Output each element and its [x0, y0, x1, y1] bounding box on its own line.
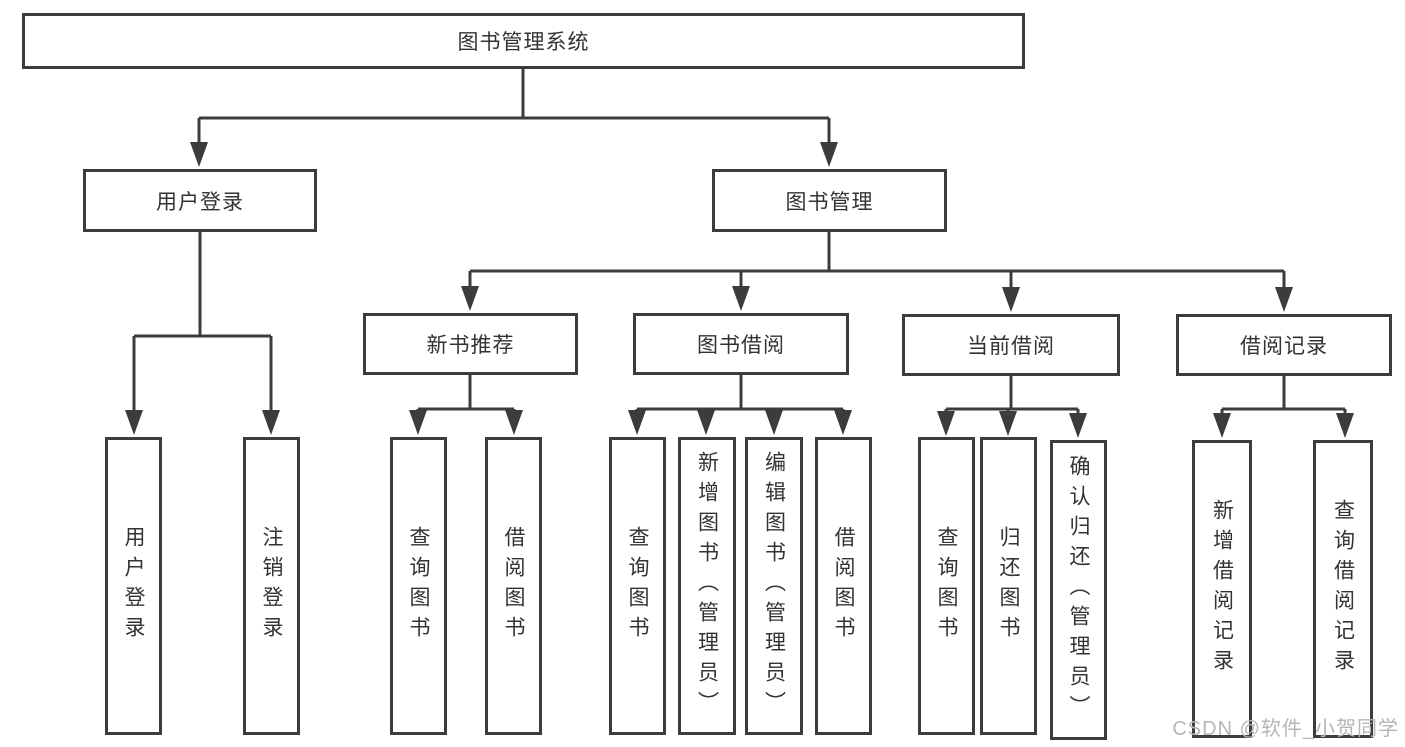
- node-leaf-borrow-book-2-label: 借阅图书: [832, 526, 855, 646]
- node-leaf-add-book-label: 新增图书（管理员）: [695, 451, 719, 721]
- node-leaf-query-book-1: 查询图书: [390, 437, 447, 735]
- arrowhead: [409, 410, 427, 435]
- node-leaf-query-book-3: 查询图书: [918, 437, 975, 735]
- node-leaf-logout-label: 注销登录: [260, 526, 283, 646]
- arrowhead: [1336, 413, 1354, 438]
- branch-user-login: [132, 232, 273, 413]
- node-leaf-confirm-return: 确认归还（管理员）: [1050, 440, 1107, 740]
- node-new-book-rec: 新书推荐: [363, 313, 578, 375]
- arrowhead: [732, 286, 750, 311]
- node-borrow-records: 借阅记录: [1176, 314, 1392, 376]
- node-leaf-confirm-return-label: 确认归还（管理员）: [1067, 455, 1090, 725]
- arrowhead: [1213, 413, 1231, 438]
- node-book-mgmt: 图书管理: [712, 169, 947, 232]
- node-leaf-add-record-label: 新增借阅记录: [1210, 499, 1234, 679]
- arrowhead: [262, 410, 280, 435]
- arrowhead: [1069, 413, 1087, 438]
- branch-book-mgmt: [468, 232, 1286, 290]
- arrowhead: [820, 142, 838, 167]
- node-leaf-logout: 注销登录: [243, 437, 300, 735]
- branch-book-borrow: [635, 375, 845, 413]
- arrowhead: [765, 410, 783, 435]
- arrowhead: [505, 410, 523, 435]
- arrowhead: [461, 286, 479, 311]
- arrowhead: [697, 410, 715, 435]
- node-leaf-return-book: 归还图书: [980, 437, 1037, 735]
- node-leaf-query-book-2-label: 查询图书: [626, 526, 649, 646]
- node-leaf-query-book-3-label: 查询图书: [935, 526, 958, 646]
- node-leaf-query-record-label: 查询借阅记录: [1331, 499, 1355, 679]
- arrowhead: [190, 142, 208, 167]
- node-current-borrow-label: 当前借阅: [967, 335, 1055, 358]
- node-leaf-edit-book: 编辑图书（管理员）: [745, 437, 803, 735]
- node-book-mgmt-label: 图书管理: [785, 190, 874, 214]
- node-leaf-query-record: 查询借阅记录: [1313, 440, 1373, 738]
- node-book-borrow: 图书借阅: [633, 313, 849, 375]
- node-leaf-borrow-book-1-label: 借阅图书: [502, 526, 525, 646]
- node-leaf-borrow-book-1: 借阅图书: [485, 437, 542, 735]
- arrowhead: [834, 410, 852, 435]
- branch-root: [197, 69, 831, 145]
- node-root-label: 图书管理系统: [457, 31, 590, 54]
- arrowhead: [1275, 287, 1293, 312]
- node-leaf-query-book-2: 查询图书: [609, 437, 666, 735]
- node-leaf-return-book-label: 归还图书: [997, 526, 1020, 646]
- node-new-book-rec-label: 新书推荐: [426, 334, 515, 357]
- node-leaf-edit-book-label: 编辑图书（管理员）: [762, 451, 786, 721]
- node-user-login-label: 用户登录: [156, 190, 244, 214]
- node-leaf-add-record: 新增借阅记录: [1192, 440, 1252, 738]
- node-leaf-query-book-1-label: 查询图书: [407, 526, 430, 646]
- node-borrow-records-label: 借阅记录: [1240, 335, 1328, 358]
- arrowhead: [937, 411, 955, 436]
- node-leaf-add-book: 新增图书（管理员）: [678, 437, 736, 735]
- branch-current-borrow: [944, 376, 1080, 416]
- arrowhead: [125, 410, 143, 435]
- arrowhead: [628, 410, 646, 435]
- branch-new-book-rec: [416, 375, 516, 413]
- arrowhead: [1002, 287, 1020, 312]
- node-book-borrow-label: 图书借阅: [697, 334, 785, 357]
- node-root: 图书管理系统: [22, 13, 1025, 69]
- csdn-watermark: CSDN @软件_小贺同学: [1172, 718, 1399, 740]
- node-leaf-borrow-book-2: 借阅图书: [815, 437, 872, 735]
- arrowhead: [999, 411, 1017, 436]
- branch-borrow-records: [1220, 376, 1347, 416]
- node-current-borrow: 当前借阅: [902, 314, 1120, 376]
- node-leaf-user-login: 用户登录: [105, 437, 162, 735]
- node-leaf-user-login-label: 用户登录: [122, 526, 145, 646]
- node-user-login: 用户登录: [83, 169, 317, 232]
